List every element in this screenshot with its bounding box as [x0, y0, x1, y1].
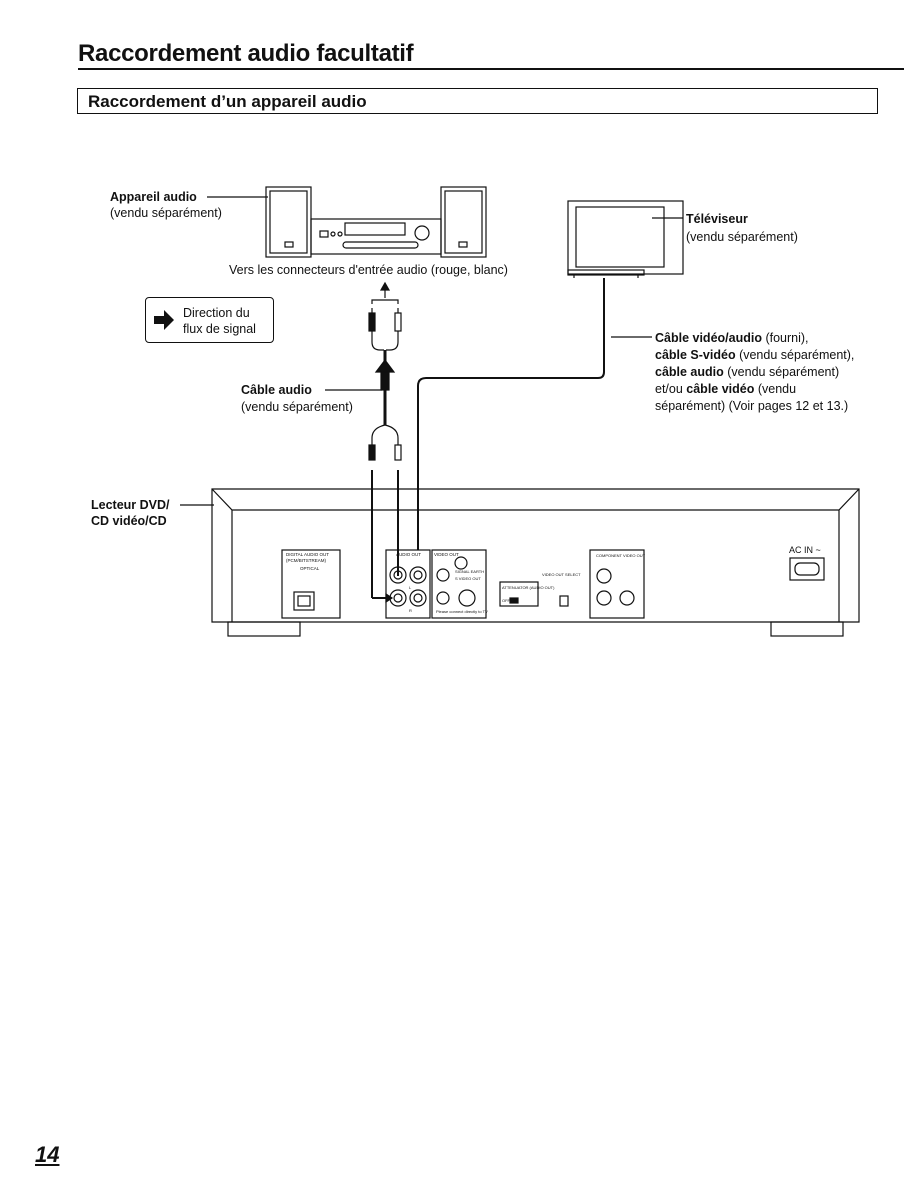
signal-earth-label: SIGNAL EARTH — [455, 569, 485, 574]
legend-line-1: Direction du — [183, 306, 250, 320]
player-label-1: Lecteur DVD/ — [91, 498, 170, 512]
legend-line-2: flux de signal — [183, 322, 256, 336]
attenuator-label: ATTENUATOR (AUDIO OUT) — [502, 585, 555, 590]
cables-line-5: séparément) (Voir pages 12 et 13.) — [655, 399, 849, 413]
video-out-label: VIDEO OUT — [434, 552, 459, 557]
video-out-select-label: VIDEO OUT SELECT — [542, 572, 581, 577]
page-title: Raccordement audio facultatif — [78, 40, 414, 67]
player-label-2: CD vidéo/CD — [91, 514, 167, 528]
audio-cable-note: (vendu séparément) — [241, 400, 353, 414]
connect-note: Please connect directly to TV — [436, 609, 488, 614]
digital-out-label: DIGITAL AUDIO OUT — [286, 552, 330, 557]
audio-system-illustration — [265, 186, 487, 258]
audio-device-note: (vendu séparément) — [110, 206, 222, 220]
tv-note: (vendu séparément) — [686, 230, 798, 244]
component-label: COMPONENT VIDEO OUT — [596, 553, 646, 558]
pcm-label: (PCM/BITSTREAM) — [286, 558, 326, 563]
section-box: Raccordement d’un appareil audio — [77, 88, 878, 114]
signal-flow-legend: Direction du flux de signal — [145, 297, 274, 343]
dvd-player-illustration — [211, 488, 860, 637]
cables-line-1: Câble vidéo/audio (fourni), — [655, 331, 809, 345]
section-title: Raccordement d’un appareil audio — [88, 92, 367, 111]
title-rule — [78, 68, 904, 70]
ac-in-label: AC IN ~ — [789, 545, 821, 555]
l-label: L — [409, 585, 412, 590]
cables-line-4: et/ou câble vidéo (vendu — [655, 382, 797, 396]
audio-input-caption: Vers les connecteurs d'entrée audio (rou… — [229, 263, 508, 277]
right-arrow-icon — [154, 310, 174, 330]
optical-label: OPTICAL — [300, 566, 320, 571]
off-on-label: OFF ON — [502, 598, 518, 603]
audio-out-label: AUDIO OUT — [396, 552, 422, 557]
cables-line-2: câble S-vidéo (vendu séparément), — [655, 348, 855, 362]
audio-cable-label: Câble audio — [241, 383, 312, 397]
cables-line-3: câble audio (vendu séparément) — [655, 365, 840, 379]
s-video-out-label: S VIDEO OUT — [455, 576, 481, 581]
legend-text: Direction du flux de signal — [183, 305, 256, 337]
tv-illustration — [567, 200, 684, 278]
page-number: 14 — [35, 1142, 60, 1167]
tv-label: Téléviseur — [686, 212, 748, 226]
audio-device-label: Appareil audio — [110, 190, 197, 204]
r-label: R — [409, 608, 412, 613]
